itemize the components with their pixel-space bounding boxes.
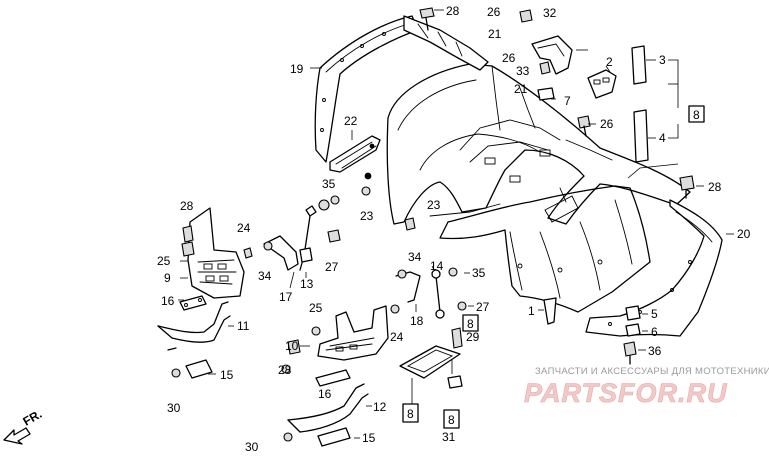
- boxed-labels: 8 8 8 8: [402, 105, 705, 429]
- label-11: 11: [237, 319, 250, 333]
- label-19: 19: [290, 62, 304, 76]
- right-fender-flare: [585, 199, 723, 337]
- label-22: 22: [344, 114, 358, 128]
- label-21: 21: [488, 27, 502, 41]
- label-20: 20: [737, 227, 751, 241]
- label-4: 4: [659, 131, 666, 145]
- label-24: 24: [390, 330, 404, 344]
- label-23: 23: [427, 198, 441, 212]
- label-14: 14: [430, 259, 444, 273]
- bracket-11: [157, 295, 231, 379]
- label-16: 16: [318, 387, 332, 401]
- rod-14-18: [395, 267, 467, 319]
- label-3: 3: [659, 53, 666, 67]
- label-34: 34: [408, 250, 422, 264]
- box-8-frame: [402, 403, 419, 423]
- label-10: 10: [285, 339, 299, 353]
- boxed-label-8: 8: [693, 108, 700, 122]
- top-hardware: [419, 7, 679, 179]
- watermark-tagline: ЗАПЧАСТИ И АКСЕССУАРЫ ДЛЯ МОТОТЕХНИКИ: [535, 366, 769, 377]
- label-29: 29: [466, 330, 480, 344]
- label-24: 24: [237, 221, 251, 235]
- label-32: 32: [543, 6, 557, 20]
- label-15: 15: [220, 368, 234, 382]
- bracket-22: [329, 135, 381, 180]
- watermark: ЗАПЧАСТИ И АКСЕССУАРЫ ДЛЯ МОТОТЕХНИКИ PA…: [524, 366, 769, 408]
- label-26: 26: [600, 117, 614, 131]
- label-16: 16: [161, 294, 175, 308]
- label-25: 25: [157, 254, 171, 268]
- label-33: 33: [516, 64, 530, 78]
- front-direction-label: FR.: [21, 407, 45, 429]
- label-12: 12: [373, 400, 387, 414]
- label-17: 17: [279, 290, 293, 304]
- label-26: 26: [502, 51, 516, 65]
- label-13: 13: [300, 277, 314, 291]
- label-30: 30: [167, 401, 181, 415]
- label-34: 34: [258, 269, 272, 283]
- label-23: 23: [360, 209, 374, 223]
- rod-assemblies: [243, 186, 416, 271]
- box-8-frame: [443, 409, 460, 429]
- boxed-label-8: 8: [407, 407, 414, 421]
- label-6: 6: [651, 325, 658, 339]
- label-28: 28: [180, 199, 194, 213]
- label-35: 35: [472, 266, 486, 280]
- label-27: 27: [476, 300, 490, 314]
- label-1: 1: [528, 304, 535, 318]
- box-8-frame: [462, 314, 479, 332]
- label-9: 9: [164, 271, 171, 285]
- left-fender-flare: [314, 15, 489, 163]
- right-hardware: [623, 175, 695, 365]
- part-labels: 28 26 32 21 26 33 2 3 21 7 19 26 22 4 35…: [157, 4, 751, 454]
- mat-plate-8: [399, 327, 463, 404]
- label-15: 15: [362, 431, 376, 445]
- label-28: 28: [708, 180, 722, 194]
- label-7: 7: [564, 94, 571, 108]
- label-27: 27: [325, 260, 339, 274]
- rear-fender: [386, 63, 691, 313]
- label-26: 26: [487, 5, 501, 19]
- label-2: 2: [606, 55, 613, 69]
- label-5: 5: [651, 307, 658, 321]
- front-direction-indicator: FR.: [3, 407, 45, 445]
- left-plate-9: [181, 207, 245, 299]
- boxed-label-8: 8: [467, 317, 474, 331]
- bracket-12: [281, 364, 369, 447]
- label-36: 36: [648, 344, 662, 358]
- label-28: 28: [278, 363, 292, 377]
- label-30: 30: [245, 440, 259, 454]
- box-8-frame: [688, 105, 705, 123]
- watermark-logo: PARTSFOR.RU: [524, 378, 728, 408]
- boxed-label-8: 8: [448, 413, 455, 427]
- label-25: 25: [309, 301, 323, 315]
- label-35: 35: [322, 177, 336, 191]
- label-31: 31: [442, 430, 456, 444]
- label-21: 21: [514, 82, 528, 96]
- front-arrow-icon: [3, 427, 31, 445]
- label-28: 28: [446, 4, 460, 18]
- leader-lines: [178, 9, 734, 439]
- skid-plate-10: [287, 304, 400, 361]
- part-1-post: [538, 297, 557, 325]
- label-18: 18: [410, 314, 424, 328]
